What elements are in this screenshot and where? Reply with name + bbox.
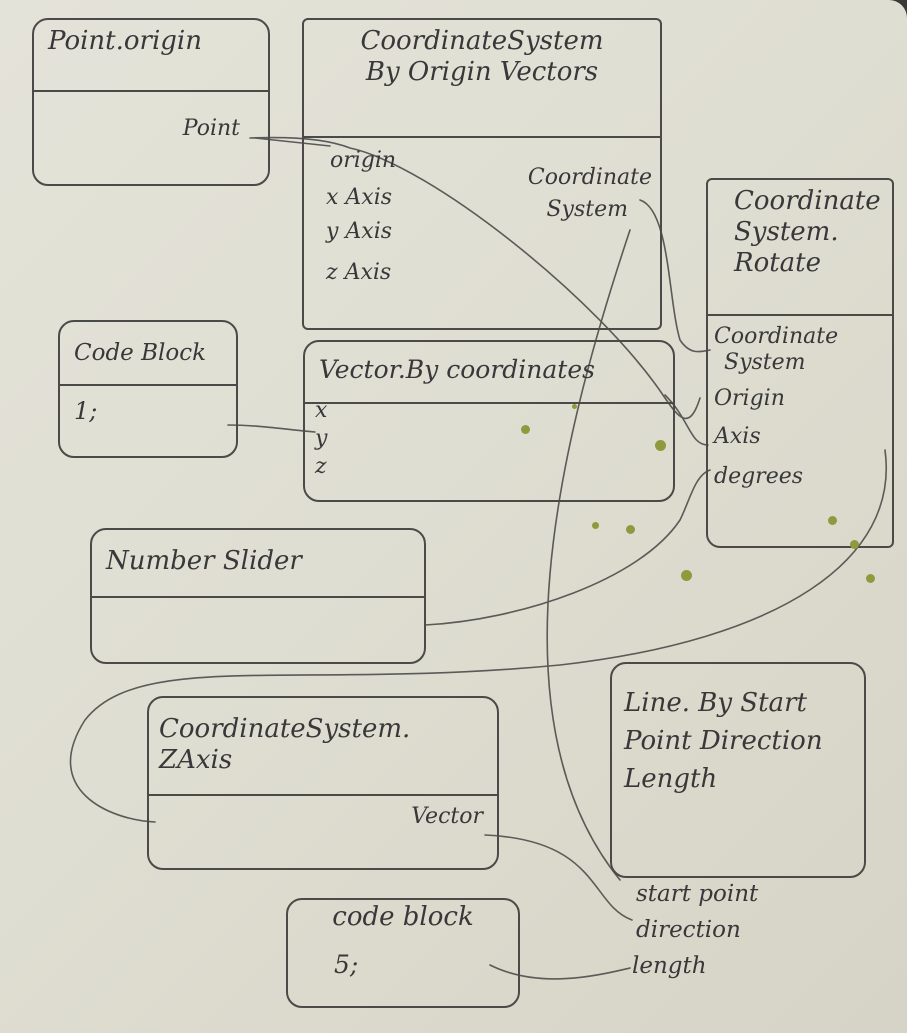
node-divider <box>34 90 268 92</box>
node-title: Vector.By coordinates <box>319 355 595 384</box>
output-label-line-1: Coordinate <box>527 165 652 190</box>
ink-stain <box>572 404 577 409</box>
title-line-1: CoordinateSystem. <box>159 714 411 744</box>
title-line-2: System. <box>734 217 839 247</box>
node-cs-by-origin-vectors[interactable]: CoordinateSystem By Origin Vectors origi… <box>302 18 662 330</box>
input-port-start-point[interactable]: start point <box>636 881 759 907</box>
node-cs-rotate[interactable]: Coordinate System. Rotate Coordinate Sys… <box>706 178 894 548</box>
title-line-1: Line. By Start <box>624 688 807 718</box>
title-line-1: Coordinate <box>734 186 881 216</box>
input-port-origin[interactable]: Origin <box>714 386 785 411</box>
node-divider <box>708 314 892 316</box>
input-port-z-axis[interactable]: z Axis <box>326 260 392 285</box>
node-divider <box>304 136 660 138</box>
ink-stain <box>626 525 635 534</box>
ink-stain <box>681 570 692 581</box>
node-title: Line. By Start Point Direction Length <box>612 664 864 798</box>
node-divider <box>92 596 424 598</box>
node-code-block-5[interactable]: code block 5; <box>286 898 520 1008</box>
node-title: Number Slider <box>106 546 302 576</box>
ink-stain <box>521 425 530 434</box>
input-port-direction[interactable]: direction <box>636 917 741 943</box>
input-port-x-axis[interactable]: x Axis <box>326 185 393 210</box>
input-port-x[interactable]: x <box>315 398 328 423</box>
input-port-z[interactable]: z <box>315 454 327 479</box>
ink-stain <box>592 522 599 529</box>
title-line-3: Rotate <box>734 248 822 278</box>
code-value[interactable]: 5; <box>334 950 359 979</box>
ink-stain <box>866 574 875 583</box>
node-divider <box>149 794 497 796</box>
node-title: Coordinate System. Rotate <box>708 180 892 279</box>
output-port-coordinate-system[interactable]: Coordinate System <box>528 162 652 226</box>
title-line-1: CoordinateSystem <box>360 26 604 56</box>
input-port-length[interactable]: length <box>632 953 707 979</box>
title-line-2: Point Direction <box>624 726 823 756</box>
ink-stain <box>828 516 837 525</box>
node-point-origin[interactable]: Point.origin Point <box>32 18 270 186</box>
input-port-degrees[interactable]: degrees <box>714 464 804 489</box>
node-number-slider[interactable]: Number Slider <box>90 528 426 664</box>
node-cs-zaxis[interactable]: CoordinateSystem. ZAxis Vector <box>147 696 499 870</box>
ink-stain <box>655 440 666 451</box>
node-title: Code Block <box>74 340 207 366</box>
node-title: Point.origin <box>48 26 202 56</box>
ink-stain <box>850 540 859 549</box>
wire-codeblock-to-vector-y <box>227 424 316 433</box>
node-divider <box>305 402 673 404</box>
input-port-axis[interactable]: Axis <box>714 424 761 449</box>
node-title: CoordinateSystem. ZAxis <box>149 698 497 776</box>
node-vector-by-coordinates[interactable]: Vector.By coordinates x y z <box>303 340 675 502</box>
node-title: code block <box>332 902 474 932</box>
input-port-y-axis[interactable]: y Axis <box>326 219 393 244</box>
input-port-y[interactable]: y <box>315 426 328 451</box>
node-title: CoordinateSystem By Origin Vectors <box>304 20 660 88</box>
title-line-3: Length <box>624 764 718 794</box>
title-line-2: ZAxis <box>159 745 233 775</box>
input-port-coordinate[interactable]: Coordinate <box>714 324 839 349</box>
node-line-by-start-point-direction-length[interactable]: Line. By Start Point Direction Length <box>610 662 866 878</box>
input-port-system[interactable]: System <box>724 350 806 375</box>
output-port-vector[interactable]: Vector <box>411 804 483 829</box>
output-port-point[interactable]: Point <box>182 116 240 141</box>
output-label-line-2: System <box>546 197 628 222</box>
title-line-2: By Origin Vectors <box>365 57 599 87</box>
input-port-origin[interactable]: origin <box>330 148 397 173</box>
node-code-block-1[interactable]: Code Block 1; <box>58 320 238 458</box>
code-value[interactable]: 1; <box>74 397 98 425</box>
node-divider <box>60 384 236 386</box>
